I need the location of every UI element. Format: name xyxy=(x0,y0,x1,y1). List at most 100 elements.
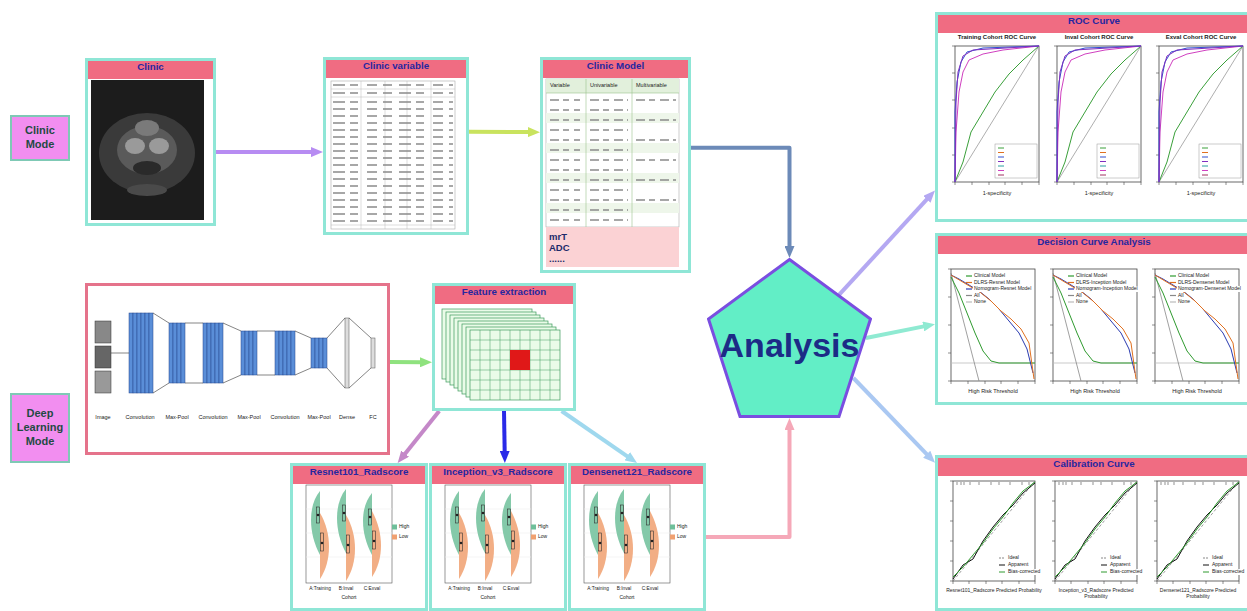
mode-box: Deep Learning Mode xyxy=(10,393,70,463)
radscore-panel: Resnet101_RadscoreA:TrainingB:InvalC:Exv… xyxy=(290,463,428,611)
chart-text: Apparent xyxy=(1007,562,1029,568)
g-shape xyxy=(442,309,560,400)
rect-shape xyxy=(279,331,283,375)
chart-text: Training Cohort ROC Curve xyxy=(958,34,1036,41)
image-panel: Clinic xyxy=(85,58,216,226)
use-shape xyxy=(948,269,1035,384)
rect-shape xyxy=(546,79,679,93)
rect-shape xyxy=(291,331,295,375)
use-shape xyxy=(445,485,536,583)
feature-panel: Feature extraction xyxy=(432,283,576,411)
rect-shape xyxy=(203,323,207,383)
chart-text: C:Exval xyxy=(503,586,520,592)
path-shape xyxy=(546,79,679,227)
rect-shape xyxy=(91,80,204,220)
node-label: Analysis xyxy=(720,326,860,365)
chart-text: High xyxy=(538,524,548,530)
chart-text: 1-specificity xyxy=(1085,190,1114,196)
chart-text: 1-specificity xyxy=(983,190,1012,196)
rect-shape xyxy=(211,323,215,383)
chart-text: B:Inval xyxy=(617,586,632,592)
chart-text: Low xyxy=(677,534,686,540)
path-shape xyxy=(550,100,676,220)
chart-text: Clinical Model xyxy=(1177,273,1210,279)
ellipse-shape xyxy=(133,161,161,175)
chart-text: None xyxy=(1075,299,1089,305)
chart-text: Resnet101_Radscore Predicted Probability xyxy=(945,588,1043,594)
rect-shape xyxy=(510,350,530,370)
chart-text: C:Exval xyxy=(364,586,381,592)
rect-shape xyxy=(371,338,375,368)
result-panel: Decision Curve AnalysisClinical ModelDLR… xyxy=(935,233,1247,405)
ellipse-shape xyxy=(99,113,195,193)
flow-arrow xyxy=(839,198,928,295)
rect-shape xyxy=(275,331,279,375)
node-text: Dense xyxy=(339,414,355,420)
flow-arrow xyxy=(502,411,507,453)
chart-text: A:Training xyxy=(309,586,331,592)
analysis-pentagon: Analysis xyxy=(707,258,872,418)
flow-arrow xyxy=(853,378,928,456)
chart-text: All xyxy=(1177,293,1185,299)
chart-text: Inception_v3_Radscore Predicted Probabil… xyxy=(1047,588,1145,600)
chart-text: Inval Cohort ROC Curve xyxy=(1065,34,1134,41)
pentagon-shape xyxy=(709,260,871,417)
chart-text: Bias-corrected xyxy=(1211,569,1245,575)
chart-text: Clinical Model xyxy=(1075,273,1108,279)
rect-shape xyxy=(95,321,111,343)
rect-shape xyxy=(219,323,223,383)
rect-shape xyxy=(245,331,249,375)
use-shape xyxy=(952,46,1039,185)
rect-shape xyxy=(133,313,137,393)
ellipse-shape xyxy=(135,120,159,136)
use-shape xyxy=(306,485,397,583)
node-text: Max-Pool xyxy=(165,414,188,420)
chart-text: Nomogram-Inception Model xyxy=(1075,286,1139,292)
chart-text: Cohort xyxy=(480,595,495,601)
chart-text: Apparent xyxy=(1109,562,1131,568)
feature-maps xyxy=(442,309,560,400)
rect-shape xyxy=(177,323,181,383)
node-text: FC xyxy=(369,414,376,420)
node-label: Deep Learning Mode xyxy=(14,407,66,448)
chart-text: All xyxy=(1075,293,1083,299)
flow-arrow xyxy=(469,130,530,134)
table-panel: Clinic variable xyxy=(323,57,469,235)
rect-shape xyxy=(315,338,319,368)
chart-text: Cohort xyxy=(341,595,356,601)
chart-text: Low xyxy=(399,534,408,540)
node-text: Convolution xyxy=(125,414,154,420)
chart-text: High Risk Threshold xyxy=(968,388,1017,394)
chart-text: High Risk Threshold xyxy=(1070,388,1119,394)
cnn-architecture xyxy=(95,313,375,393)
rect-shape xyxy=(283,331,287,375)
node-text: Image xyxy=(95,414,110,420)
panel-header: ROC Curve xyxy=(938,15,1247,33)
ellipse-shape xyxy=(149,138,169,154)
rect-shape xyxy=(546,79,679,227)
ellipse-shape xyxy=(125,138,145,154)
chart-text: DLRS-Resnet Model xyxy=(973,280,1021,286)
flow-arrow xyxy=(706,428,790,537)
path-shape xyxy=(333,85,453,221)
panel-header: Clinic Model xyxy=(543,60,688,78)
mri-image xyxy=(91,80,204,220)
table-panel: Clinic ModelmrT ADC ......VariableUnivar… xyxy=(540,57,691,273)
rect-shape xyxy=(207,323,211,383)
network-panel: ImageConvolutionMax-PoolConvolutionMax-P… xyxy=(85,283,390,455)
chart-text: B:Inval xyxy=(339,586,354,592)
rect-shape xyxy=(95,371,111,393)
panel-header: Decision Curve Analysis xyxy=(938,236,1247,254)
node-text: mrT ADC ...... xyxy=(549,232,579,265)
chart-text: Nomogram-Densenet Model xyxy=(1177,286,1242,292)
chart-text: Exval Cohort ROC Curve xyxy=(1166,34,1237,41)
rect-shape xyxy=(311,338,315,368)
chart-text: Densenet121_Radscore Predicted Probabili… xyxy=(1149,588,1247,600)
rect-shape xyxy=(546,173,679,183)
chart-text: Ideal xyxy=(1007,555,1020,561)
chart-text: Multivariable xyxy=(636,82,667,88)
rect-shape xyxy=(470,330,560,400)
chart-text: Bias-corrected xyxy=(1007,569,1041,575)
chart-text: High xyxy=(399,524,409,530)
